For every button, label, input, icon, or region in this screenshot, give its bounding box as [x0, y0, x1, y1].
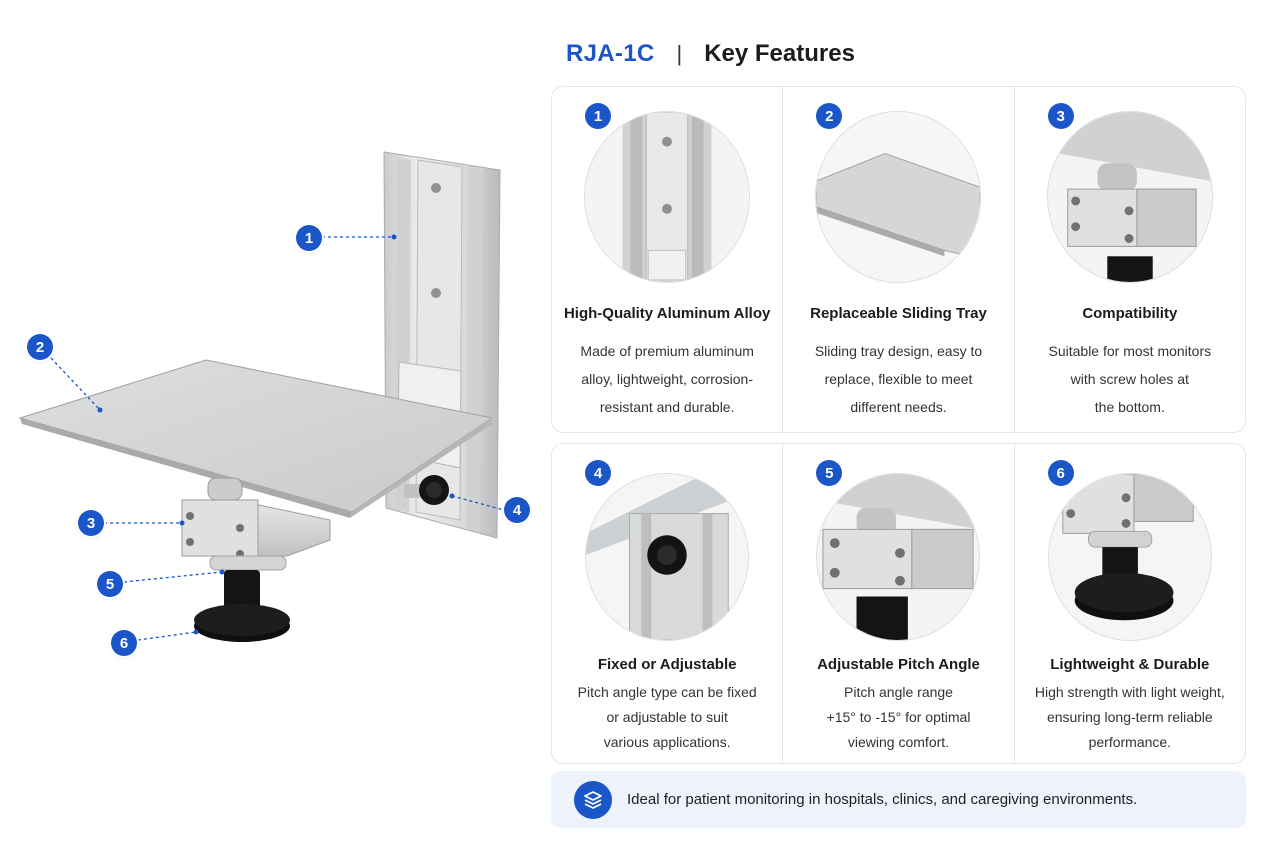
callout-2: 2 [27, 334, 53, 360]
callout-6: 6 [111, 630, 137, 656]
feature-card-pitch-angle: 5 Adjustable Pitch Angle Pitch angle ran… [783, 444, 1015, 763]
aluminum-rail-thumb [584, 111, 751, 283]
feature-desc-line: replace, flexible to meet [824, 371, 973, 387]
feature-desc-line: Pitch angle type can be fixed [577, 684, 757, 700]
page-title: Key Features [704, 40, 855, 67]
feature-desc-line: various applications. [603, 734, 731, 750]
feature-number-badge: 2 [816, 103, 843, 129]
feature-card-fixed-adjustable: 4 Fixed or Adjustable Pitch angle type c… [552, 444, 784, 763]
feature-title: Fixed or Adjustable [597, 656, 737, 673]
feature-number-badge: 5 [816, 460, 843, 486]
pitch-joint-thumb [816, 473, 981, 641]
callout-4: 4 [504, 497, 530, 523]
feature-card-aluminum: 1 High-Quality Aluminum Alloy Made of pr… [552, 87, 784, 432]
layers-icon [574, 780, 612, 819]
mount-block [181, 477, 331, 571]
mount-block-thumb [1046, 111, 1213, 283]
feature-desc-line: performance. [1088, 734, 1172, 750]
feature-desc-line: different needs. [850, 399, 947, 415]
features-panel-top: 1 High-Quality Aluminum Alloy Made of pr… [551, 86, 1246, 433]
usage-banner: Ideal for patient monitoring in hospital… [551, 771, 1246, 828]
model-name: RJA-1C [566, 40, 655, 67]
feature-number-badge: 6 [1047, 460, 1074, 486]
feature-desc-line: alloy, lightweight, corrosion- [581, 371, 754, 387]
feature-title: Compatibility [1082, 305, 1178, 322]
feature-description: Made of premium aluminum alloy, lightwei… [560, 337, 774, 421]
feature-description: Sliding tray design, easy to replace, fl… [791, 337, 1005, 421]
feature-title: Adjustable Pitch Angle [817, 656, 980, 673]
feature-desc-line: viewing comfort. [847, 734, 950, 750]
feature-desc-line: High strength with light weight, [1034, 684, 1225, 700]
feature-desc-line: ensuring long-term reliable [1046, 709, 1213, 725]
feature-description: Pitch angle range +15° to -15° for optim… [791, 680, 1005, 755]
feature-desc-line: Sliding tray design, easy to [814, 343, 983, 359]
leader-lines [50, 236, 505, 641]
feature-description: Pitch angle type can be fixed or adjusta… [560, 680, 774, 755]
feature-desc-line: resistant and durable. [599, 399, 735, 415]
feature-card-lightweight-durable: 6 Lightweight & Durable High strength wi… [1015, 444, 1245, 763]
sliding-tray-thumb [815, 111, 982, 283]
feature-desc-line: Suitable for most monitors [1048, 343, 1212, 359]
header-separator: | [676, 41, 683, 66]
callout-5: 5 [97, 571, 123, 597]
rubber-base [194, 570, 290, 642]
feature-desc-line: or adjustable to suit [606, 709, 728, 725]
product-illustration: 1 2 3 4 5 6 [0, 0, 545, 853]
base-thumb [1047, 473, 1212, 641]
banner-text: Ideal for patient monitoring in hospital… [627, 791, 1138, 808]
feature-number-badge: 4 [585, 460, 611, 486]
feature-title: High-Quality Aluminum Alloy [563, 305, 771, 322]
page-header: RJA-1C | Key Features [566, 38, 855, 70]
feature-desc-line: Pitch angle range [844, 684, 953, 700]
monitor-mount-drawing [18, 151, 505, 642]
feature-card-compatibility: 3 Compatibility Suitable for most monito… [1015, 87, 1245, 432]
feature-number-badge: 3 [1047, 103, 1074, 129]
knob-thumb [585, 473, 750, 641]
feature-desc-line: the bottom. [1094, 399, 1165, 415]
sliding-tray [18, 359, 494, 518]
feature-description: High strength with light weight, ensurin… [1023, 680, 1237, 755]
feature-number-badge: 1 [585, 103, 611, 129]
features-panel-bottom: 4 Fixed or Adjustable Pitch angle type c… [551, 443, 1246, 764]
callout-1: 1 [296, 225, 322, 251]
adjust-knob [404, 475, 449, 505]
feature-desc-line: +15° to -15° for optimal [826, 709, 971, 725]
feature-card-sliding-tray: 2 Replaceable Sliding Tray Sliding tray … [783, 87, 1015, 432]
feature-title: Lightweight & Durable [1050, 656, 1210, 673]
feature-title: Replaceable Sliding Tray [810, 305, 987, 322]
feature-description: Suitable for most monitors with screw ho… [1023, 337, 1237, 421]
feature-desc-line: with screw holes at [1070, 371, 1189, 387]
callout-3: 3 [78, 510, 104, 536]
feature-desc-line: Made of premium aluminum [580, 343, 754, 359]
